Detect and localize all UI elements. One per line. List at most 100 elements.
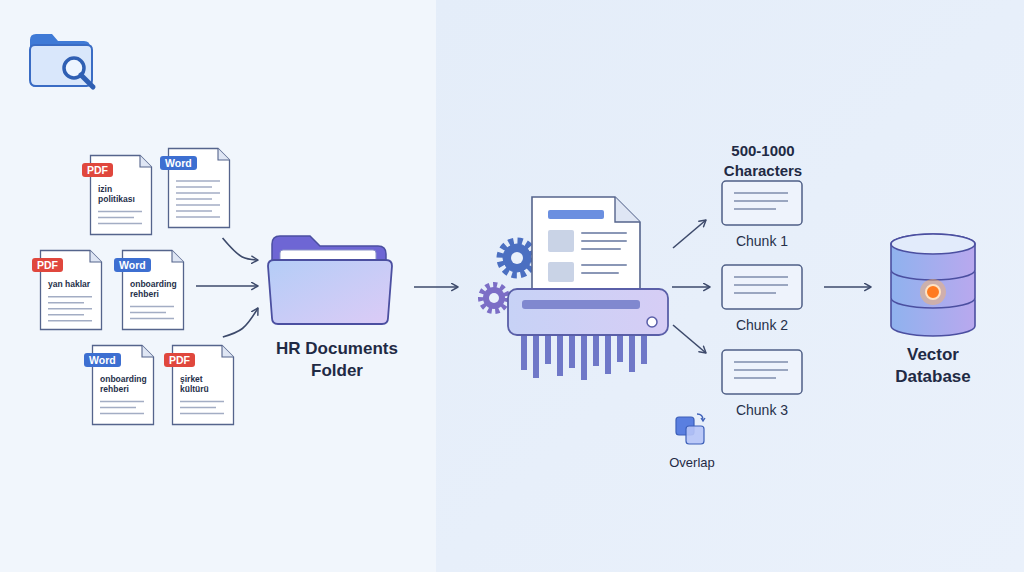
document-title: izin politikası: [98, 185, 147, 205]
document-icon: Wordonboarding rehberi: [122, 250, 184, 330]
text-line: [176, 216, 220, 218]
flow-connector: [223, 308, 258, 337]
gear-teeth: [500, 241, 534, 275]
right-panel: [436, 0, 1024, 572]
file-type-tag: Word: [160, 156, 197, 170]
node-label: HR Documents Folder: [262, 338, 412, 382]
text-line: [734, 284, 788, 286]
document-title: onboarding rehberi: [130, 280, 179, 300]
text-line: [48, 308, 92, 310]
disk-top: [891, 234, 975, 254]
document-icon: Word: [168, 148, 230, 228]
gear-hole: [511, 252, 523, 264]
text-line: [734, 208, 776, 210]
document-icon: PDFizin politikası: [90, 155, 152, 235]
page-fold: [90, 251, 102, 263]
file-type-tag: PDF: [32, 258, 63, 272]
shredder-slot: [522, 300, 640, 309]
text-line: [734, 377, 776, 379]
gear-teeth: [481, 285, 507, 311]
status-dot: [926, 285, 940, 299]
disk-band: [891, 234, 975, 280]
file-type-tag: PDF: [82, 163, 113, 177]
document-title: onboarding rehberi: [100, 375, 149, 395]
chunk-box-outline: [718, 264, 806, 312]
document-title: şirket kültürü: [180, 375, 229, 395]
chunk-box-outline: [718, 349, 806, 397]
text-line: [98, 211, 142, 213]
document-icon: PDFyan haklar: [40, 250, 102, 330]
folder-front: [268, 260, 392, 324]
chunk-card: [722, 350, 802, 394]
text-line: [734, 292, 776, 294]
text-line: [100, 401, 144, 403]
chunk-size-heading: 500-1000 Characters: [707, 141, 819, 180]
text-line: [98, 217, 134, 219]
chunk-label: Chunk 3: [712, 402, 812, 418]
text-line: [98, 223, 142, 225]
icon-caption: Overlap: [652, 455, 732, 472]
gear-hole: [489, 293, 499, 303]
glow: [920, 279, 946, 305]
folder-node-outline: [262, 228, 412, 328]
text-line: [734, 276, 788, 278]
text-line: [180, 407, 216, 409]
node-label: Vector Database: [877, 344, 989, 388]
database-cylinder-outline: [877, 232, 989, 338]
flow-arrow: [414, 286, 458, 288]
text-line: [100, 407, 136, 409]
flow-connector: [223, 238, 258, 260]
text-line: [48, 296, 92, 298]
shredder-body: [508, 289, 668, 335]
header-bar: [548, 210, 604, 219]
chunk-box: Chunk 3: [718, 349, 806, 420]
file-type-tag: Word: [114, 258, 151, 272]
image-block: [548, 230, 574, 252]
document-title: yan haklar: [48, 280, 97, 290]
text-line: [48, 302, 84, 304]
text-line: [180, 401, 224, 403]
document-icon: PDFşirket kültürü: [172, 345, 234, 425]
text-line: [734, 192, 788, 194]
page-fold: [615, 197, 640, 222]
text-line: [176, 198, 212, 200]
chunk-card: [722, 181, 802, 225]
text-line: [176, 192, 220, 194]
chunk-card: [722, 265, 802, 309]
chunk-box: Chunk 2: [718, 264, 806, 335]
text-line: [130, 306, 174, 308]
database-cylinder: Vector Database: [877, 232, 989, 392]
chunk-box-outline: [718, 180, 806, 228]
folder-node: HR Documents Folder: [262, 228, 412, 386]
text-line: [734, 361, 788, 363]
text-line: [180, 413, 224, 415]
flow-connector: [196, 285, 258, 287]
chunk-box: Chunk 1: [718, 180, 806, 251]
text-line: [176, 204, 220, 206]
text-line: [48, 320, 92, 322]
text-line: [130, 318, 174, 320]
text-line: [48, 314, 84, 316]
chunk-label: Chunk 1: [712, 233, 812, 249]
text-line: [176, 210, 212, 212]
left-panel: [0, 0, 436, 572]
file-type-tag: PDF: [164, 353, 195, 367]
file-type-tag: Word: [84, 353, 121, 367]
page-fold: [222, 346, 234, 358]
shredder-illustration: [481, 197, 668, 380]
overlap-icon: [676, 414, 705, 444]
search-folder-icon: [30, 34, 93, 87]
text-line: [130, 312, 166, 314]
flow-arrow: [673, 325, 706, 353]
page-fold: [172, 251, 184, 263]
text-line: [176, 186, 212, 188]
text-line: [176, 180, 220, 182]
flow-arrow: [673, 220, 706, 248]
text-line: [734, 369, 788, 371]
text-line: [100, 413, 144, 415]
page-fold: [142, 346, 154, 358]
flow-connector: [824, 286, 871, 288]
image-block: [548, 262, 574, 282]
page-fold: [218, 149, 230, 161]
